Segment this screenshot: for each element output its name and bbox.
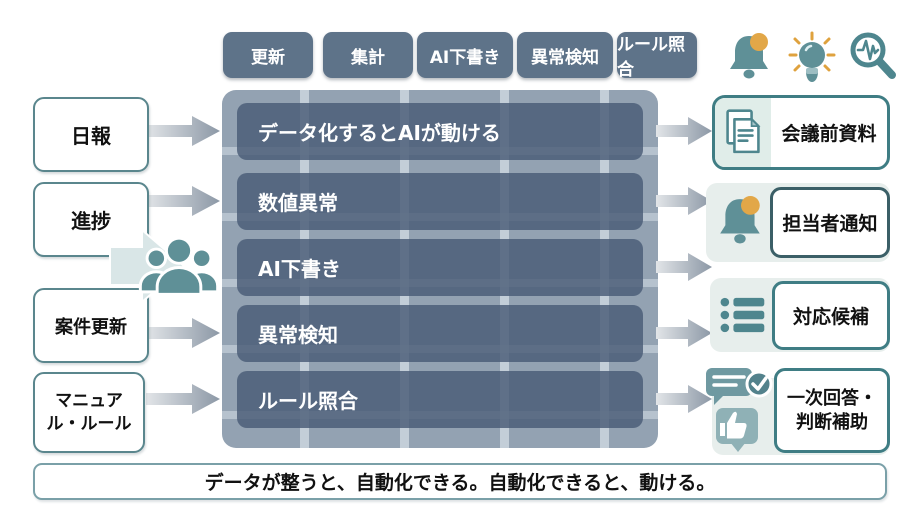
arrow-right-icon [656,117,712,145]
process-row-data-enables-ai: データ化するとAIが動ける [237,103,643,160]
process-panel: データ化するとAIが動ける 数値異常 AI下書き 異常検知 ルール照合 [222,90,658,448]
idea-lightbulb-icon [788,31,836,82]
output-meeting-docs-label: 会議前資料 [781,123,877,145]
documents-icon [715,98,771,167]
output-response-candidates-label: 対応候補 [772,281,890,350]
team-people-icon [138,236,220,296]
notification-bell-icon [730,33,768,79]
output-assignee-notice-label: 担当者通知 [770,187,890,258]
input-box-progress: 進捗 [33,182,149,257]
signal-magnifier-icon [850,32,896,79]
arrow-right-icon [656,385,712,413]
process-row-anomaly-detect: 異常検知 [237,305,643,362]
output-first-reply-support-label: 一次回答・判断補助 [774,368,890,453]
bottom-banner: データが整うと、自動化できる。自動化できると、動ける。 [33,463,887,500]
arrow-right-icon [146,116,220,146]
tab-aggregate: 集計 [323,32,413,78]
tab-rule-match: ルール照合 [617,32,697,80]
process-row-numeric-anomaly: 数値異常 [237,173,643,230]
input-box-manual-rules: マニュアル・ルール [33,372,145,453]
process-row-rule-match: ルール照合 [237,371,643,428]
output-meeting-docs: 会議前資料 [712,95,890,170]
tab-update: 更新 [223,32,313,78]
tab-anomaly-detect: 異常検知 [517,32,613,78]
arrow-right-icon [146,186,220,216]
arrow-right-icon [146,318,220,348]
process-row-ai-draft: AI下書き [237,239,643,296]
arrow-right-icon [656,253,712,281]
tab-ai-draft: AI下書き [417,32,513,78]
input-box-daily-report: 日報 [33,97,149,172]
bell-icon [720,196,760,244]
arrow-right-icon [656,187,712,215]
checklist-icon [720,297,765,333]
input-box-case-update: 案件更新 [33,288,149,363]
arrow-right-icon [146,384,220,414]
arrow-right-icon [656,319,712,347]
chat-check-thumb-icon [706,368,773,452]
